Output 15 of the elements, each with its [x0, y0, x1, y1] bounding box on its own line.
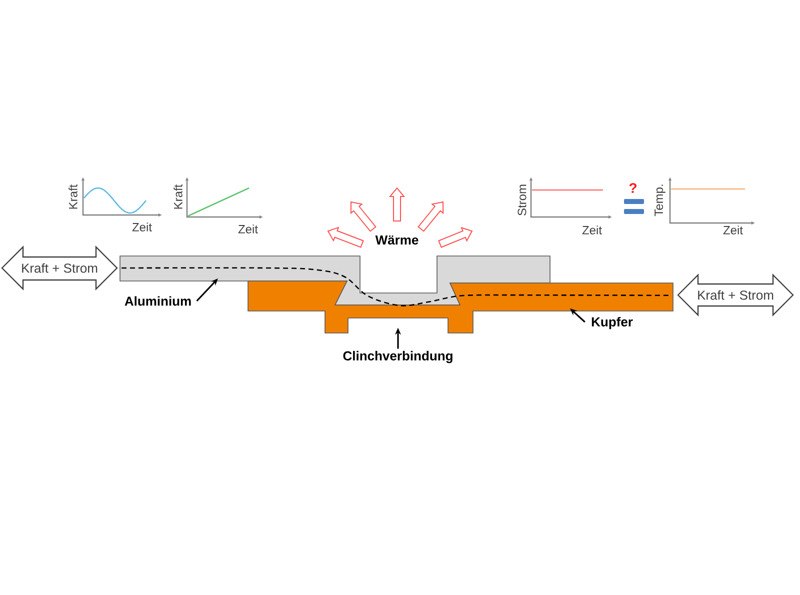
axis-label: Zeit — [238, 224, 258, 234]
question-mark: ? — [629, 183, 636, 193]
text-label: Wärme — [375, 235, 418, 245]
axis-label: Strom — [518, 184, 526, 216]
axis-label: Temp. — [654, 184, 666, 216]
axis-label: Kraft — [174, 184, 182, 209]
axis-label: Kraft — [68, 184, 78, 209]
part-label: Kupfer — [592, 316, 633, 330]
metal-sheet — [120, 256, 550, 306]
part-label: Clinchverbindung — [343, 350, 452, 364]
axis-label: Zeit — [582, 226, 602, 234]
part-label: Aluminium — [124, 296, 191, 306]
axis-label: Zeit — [723, 226, 743, 234]
axis-label: Zeit — [132, 222, 152, 232]
metal-sheet — [248, 280, 674, 334]
